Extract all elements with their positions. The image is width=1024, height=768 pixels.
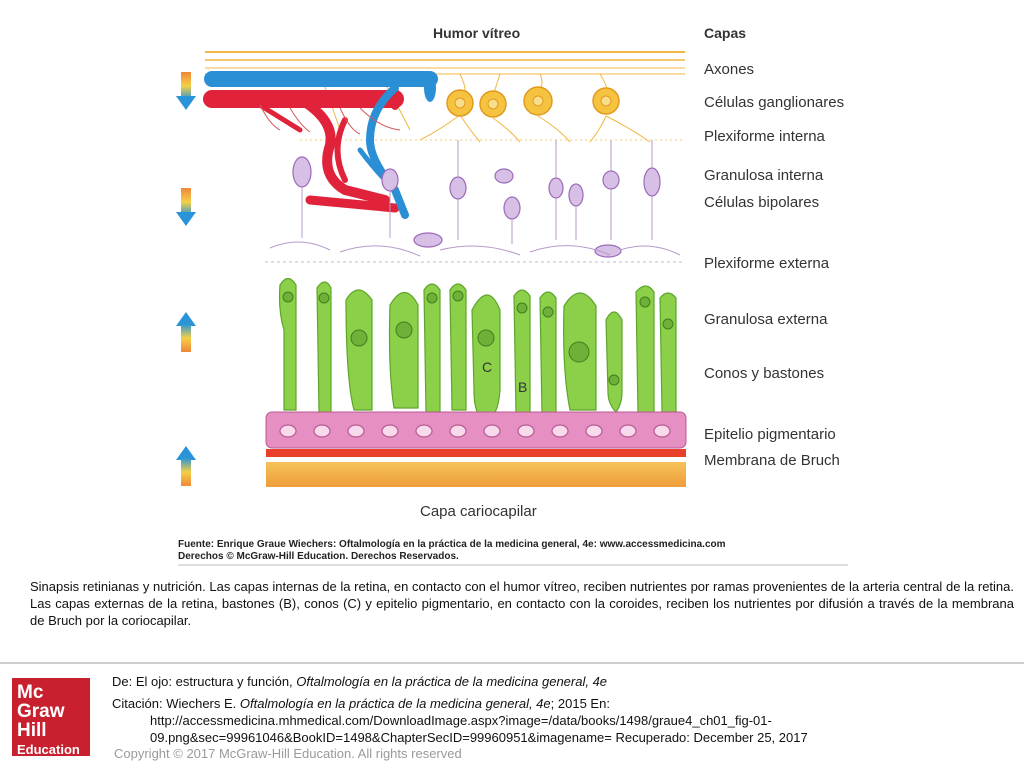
capillary-branches	[259, 104, 401, 135]
nutrient-arrow-up-icon	[176, 446, 196, 486]
mcgraw-hill-logo: Mc Graw Hill Education	[12, 678, 90, 757]
layers-header: Capas	[704, 25, 746, 41]
choriocapillaris	[266, 462, 686, 487]
pigment-epithelium	[265, 411, 687, 449]
citation-block: De: El ojo: estructura y función, Oftalm…	[112, 673, 1012, 746]
bruch-membrane	[266, 449, 686, 457]
figure-source: Fuente: Enrique Graue Wiechers: Oftalmol…	[178, 539, 726, 550]
logo-line: Graw	[17, 701, 65, 722]
copyright-notice: Copyright © 2017 McGraw-Hill Education. …	[114, 746, 462, 761]
central-retinal-vessels	[203, 71, 438, 219]
from-chapter: El ojo: estructura y función,	[135, 674, 293, 689]
figure-rights: Derechos © McGraw-Hill Education. Derech…	[178, 551, 459, 562]
layer-label-bruch: Membrana de Bruch	[704, 452, 840, 469]
cone-letter-c: C	[482, 359, 492, 375]
layer-label-pigment-epithelium: Epitelio pigmentario	[704, 426, 836, 443]
choriocapillaris-label: Capa cariocapilar	[420, 503, 537, 520]
layer-label-inner-plexiform: Plexiforme interna	[704, 128, 826, 145]
layer-label-photoreceptors: Conos y bastones	[704, 365, 824, 382]
ganglion-cells	[446, 86, 620, 118]
photoreceptors	[278, 277, 677, 421]
from-label: De:	[112, 674, 133, 689]
nutrient-arrow-up-icon	[176, 312, 196, 352]
citation-url[interactable]: http://accessmedicina.mhmedical.com/Down…	[150, 713, 772, 728]
citation-url-cont[interactable]: 09.png&sec=99961046&BookID=1498&ChapterS…	[150, 730, 808, 745]
citation-author: Wiechers E.	[166, 696, 237, 711]
retina-layers-diagram: Humor vítreo	[176, 25, 848, 566]
footer-divider	[0, 662, 1024, 664]
nutrient-arrow-down-icon	[176, 72, 196, 110]
citation-book: Oftalmología en la práctica de la medici…	[239, 696, 551, 711]
layer-label-axons: Axones	[704, 61, 754, 78]
vitreous-humor-header: Humor vítreo	[433, 25, 520, 41]
logo-line: Education	[17, 742, 80, 757]
figure-caption: Sinapsis retinianas y nutrición. Las cap…	[30, 579, 1014, 628]
nutrient-arrow-down-icon	[176, 188, 196, 226]
bipolar-cells	[292, 156, 661, 258]
logo-line: Mc	[17, 682, 44, 703]
photoreceptor-nuclei	[282, 290, 674, 386]
from-book: Oftalmología en la práctica de la medici…	[296, 674, 608, 689]
layer-label-outer-plexiform: Plexiforme externa	[704, 255, 830, 272]
citation-label: Citación:	[112, 696, 163, 711]
layer-label-outer-nuclear: Granulosa externa	[704, 311, 828, 328]
citation-line: Citación: Wiechers E. Oftalmología en la…	[112, 695, 1012, 712]
layer-label-bipolar: Células bipolares	[704, 194, 819, 211]
layer-label-inner-nuclear: Granulosa interna	[704, 167, 824, 184]
logo-line: Hill	[17, 720, 47, 741]
rod-letter-b: B	[518, 379, 527, 395]
layer-label-ganglion: Células ganglionares	[704, 94, 844, 111]
bipolar-processes	[269, 140, 681, 257]
pigment-epithelium-cells	[279, 424, 671, 438]
citation-year: ; 2015 En:	[550, 696, 610, 711]
citation-from: De: El ojo: estructura y función, Oftalm…	[112, 673, 1012, 690]
